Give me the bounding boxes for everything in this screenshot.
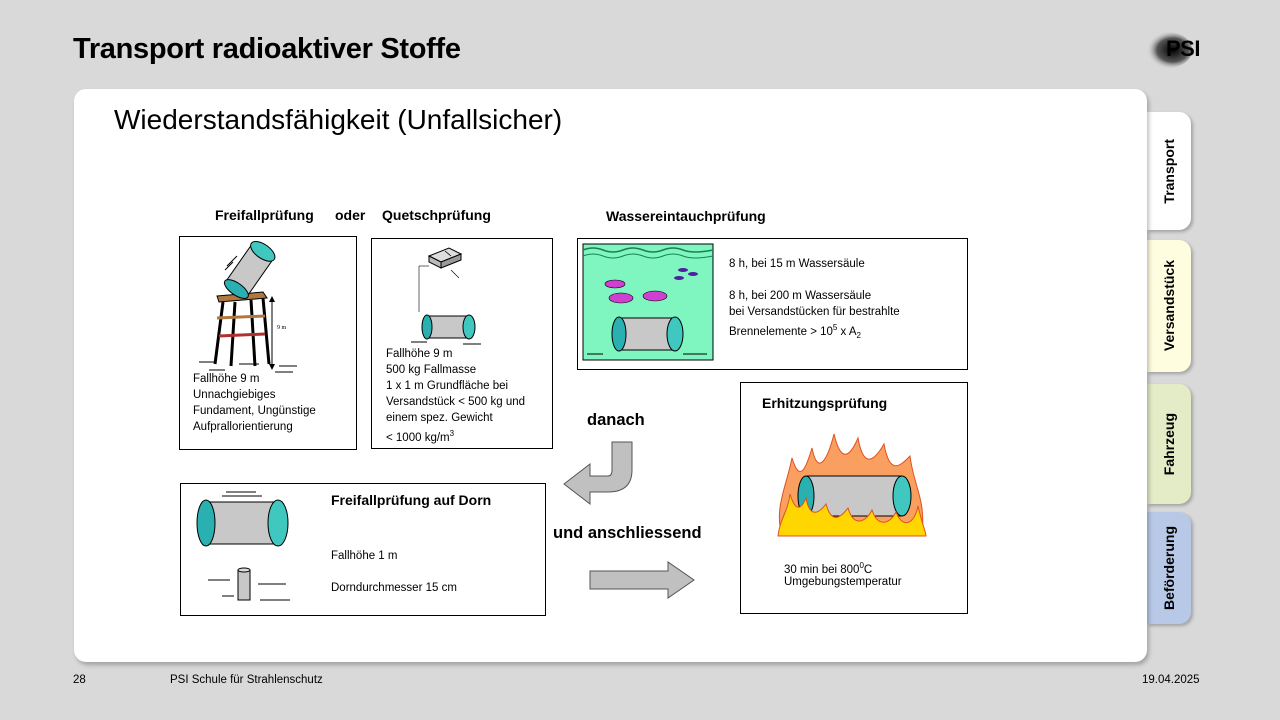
- right-arrow-icon: [589, 561, 695, 599]
- freifall-text-4: Aufprallorientierung: [193, 421, 293, 433]
- tab-label: Beförderung: [1161, 526, 1177, 610]
- erhitzung-text-1-suffix: C: [863, 563, 873, 576]
- label-freifallpruefung: Freifallprüfung: [215, 207, 314, 223]
- label-quetschpruefung: Quetschprüfung: [382, 207, 491, 223]
- freifall-illustration: 9 m: [199, 240, 297, 373]
- freifall-text-3: Fundament, Ungünstige: [193, 405, 316, 417]
- wasser-text-2: 8 h, bei 200 m Wassersäule: [729, 290, 872, 302]
- freifall-text-2: Unnachgiebiges: [193, 389, 276, 401]
- slide-header-title: Transport radioaktiver Stoffe: [73, 33, 461, 65]
- superscript: 3: [449, 429, 455, 438]
- label-erhitzungspruefung: Erhitzungsprüfung: [762, 395, 888, 411]
- label-oder: oder: [335, 207, 366, 223]
- slide-subtitle: Wiederstandsfähigkeit (Unfallsicher): [114, 104, 563, 135]
- superscript: 0: [859, 561, 864, 570]
- freifall-text-1: Fallhöhe 9 m: [193, 373, 260, 385]
- label-danach: danach: [587, 411, 645, 429]
- subscript: 2: [856, 331, 861, 341]
- dorn-text-2: Dorndurchmesser 15 cm: [331, 582, 457, 594]
- tab-transport[interactable]: Transport: [1147, 112, 1191, 230]
- wasser-text-4-mid: x A: [837, 325, 857, 338]
- quetsch-text-3: 1 x 1 m Grundfläche bei: [386, 380, 509, 392]
- wasser-text-3: bei Versandstücken für bestrahlte: [729, 306, 900, 318]
- footer-page-number: 28: [73, 674, 86, 686]
- tab-label: Versandstück: [1161, 260, 1177, 352]
- wasser-text-4-prefix: Brennelemente > 10: [729, 325, 833, 338]
- fire-illustration: [777, 433, 927, 537]
- quetsch-text-6: < 1000 kg/m3: [386, 426, 454, 446]
- tab-befoerderung[interactable]: Beförderung: [1147, 512, 1191, 624]
- quetsch-text-1: Fallhöhe 9 m: [386, 348, 453, 360]
- erhitzung-text-1: 30 min bei 8000C: [784, 558, 872, 578]
- dorn-text-1: Fallhöhe 1 m: [331, 550, 398, 562]
- erhitzung-text-1-prefix: 30 min bei 800: [784, 563, 860, 576]
- quetsch-text-5: einem spez. Gewicht: [386, 412, 493, 424]
- wasser-illustration: [582, 243, 714, 361]
- psi-logo-icon: [1144, 32, 1192, 68]
- superscript: 5: [832, 323, 838, 332]
- label-und-anschliessend: und anschliessend: [553, 524, 702, 542]
- quetsch-text-2: 500 kg Fallmasse: [386, 364, 477, 376]
- curved-arrow-icon: [563, 441, 633, 506]
- quetsch-box: [371, 238, 553, 449]
- tab-label: Fahrzeug: [1161, 412, 1177, 476]
- tab-versandstueck[interactable]: Versandstück: [1147, 240, 1191, 372]
- erhitzung-text-2: Umgebungstemperatur: [784, 576, 902, 588]
- psi-logo-text: PSI: [1166, 36, 1200, 61]
- label-dorn: Freifallprüfung auf Dorn: [331, 492, 492, 508]
- height-label: 9 m: [277, 325, 287, 331]
- quetsch-text-4: Versandstück < 500 kg und: [386, 396, 526, 408]
- footer-date: 19.04.2025: [1142, 674, 1200, 686]
- wasser-text-1: 8 h, bei 15 m Wassersäule: [729, 258, 865, 270]
- quetsch-illustration: [411, 247, 481, 345]
- footer-center-text: PSI Schule für Strahlenschutz: [170, 674, 323, 686]
- tab-label: Transport: [1161, 138, 1177, 204]
- dorn-illustration: [196, 491, 290, 601]
- quetsch-density: < 1000 kg/m: [386, 431, 450, 444]
- label-wassereintauchpruefung: Wassereintauchprüfung: [606, 208, 766, 224]
- tab-fahrzeug[interactable]: Fahrzeug: [1147, 384, 1191, 504]
- wasser-text-4: Brennelemente > 105 x A2: [729, 320, 861, 344]
